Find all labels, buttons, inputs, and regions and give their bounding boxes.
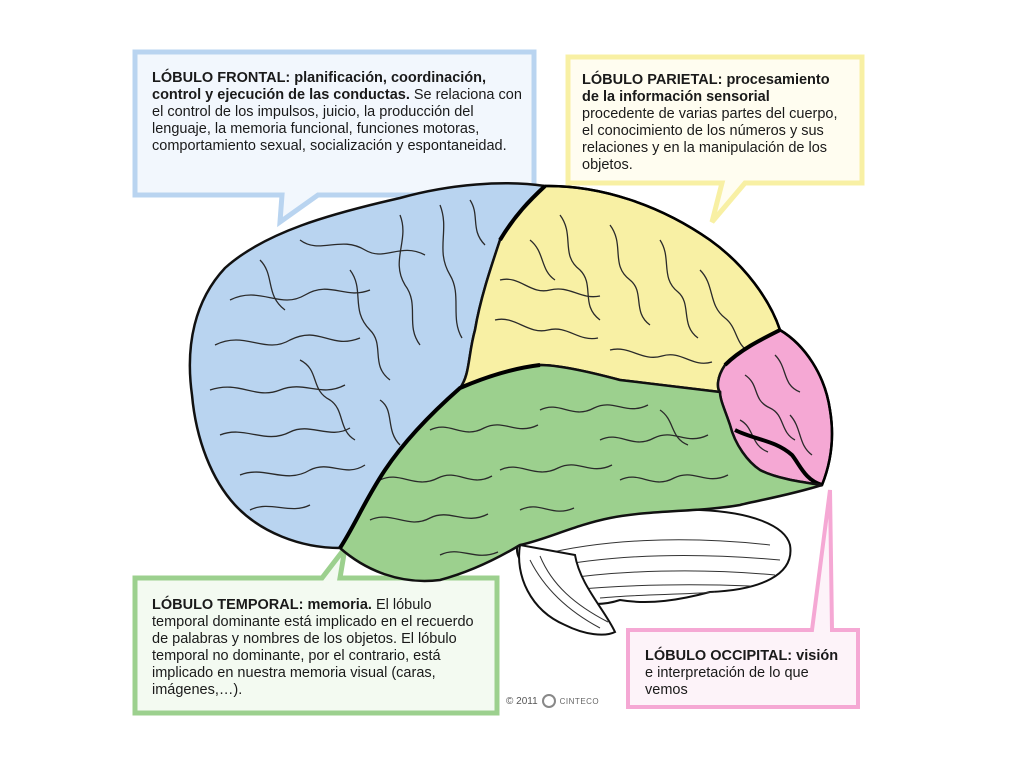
frontal-callout [132,49,537,228]
temporal-lobe [338,328,823,583]
parietal-body: procedente de varias partes del cuerpo, … [582,106,838,173]
temporal-description: LÓBULO TEMPORAL: memoria. El lóbulo temp… [152,597,487,699]
copyright-text: © 2011 [506,695,538,707]
brand-name: CINTECO [559,696,600,706]
temporal-body: El lóbulo temporal dominante está implic… [152,597,474,698]
brainstem [518,543,617,636]
occipital-description: LÓBULO OCCIPITAL: visión e interpretació… [645,648,850,699]
occipital-title: LÓBULO OCCIPITAL: visión [645,648,839,664]
frontal-lobe [188,182,548,550]
cinteco-logo-icon [541,694,556,708]
occipital-callout-box [626,489,860,709]
parietal-title: LÓBULO PARIETAL: procesamiento de la inf… [582,72,830,105]
occipital-callout [626,489,860,709]
brain-outline [544,184,834,486]
copyright-notice: © 2011 CINTECO [506,694,599,708]
occipital-lobe [716,328,834,487]
frontal-title: LÓBULO FRONTAL: planificación, coordinac… [152,70,487,103]
parietal-callout-box [565,54,865,224]
frontal-callout-box [132,49,537,228]
parietal-callout [565,54,865,224]
frontal-body: Se relaciona con el control de los impul… [152,87,522,154]
temporal-title: LÓBULO TEMPORAL: memoria. [152,597,372,613]
parietal-description: LÓBULO PARIETAL: procesamiento de la inf… [582,72,842,174]
occipital-body: e interpretación de lo que vemos [645,665,809,698]
frontal-description: LÓBULO FRONTAL: planificación, coordinac… [152,70,522,155]
